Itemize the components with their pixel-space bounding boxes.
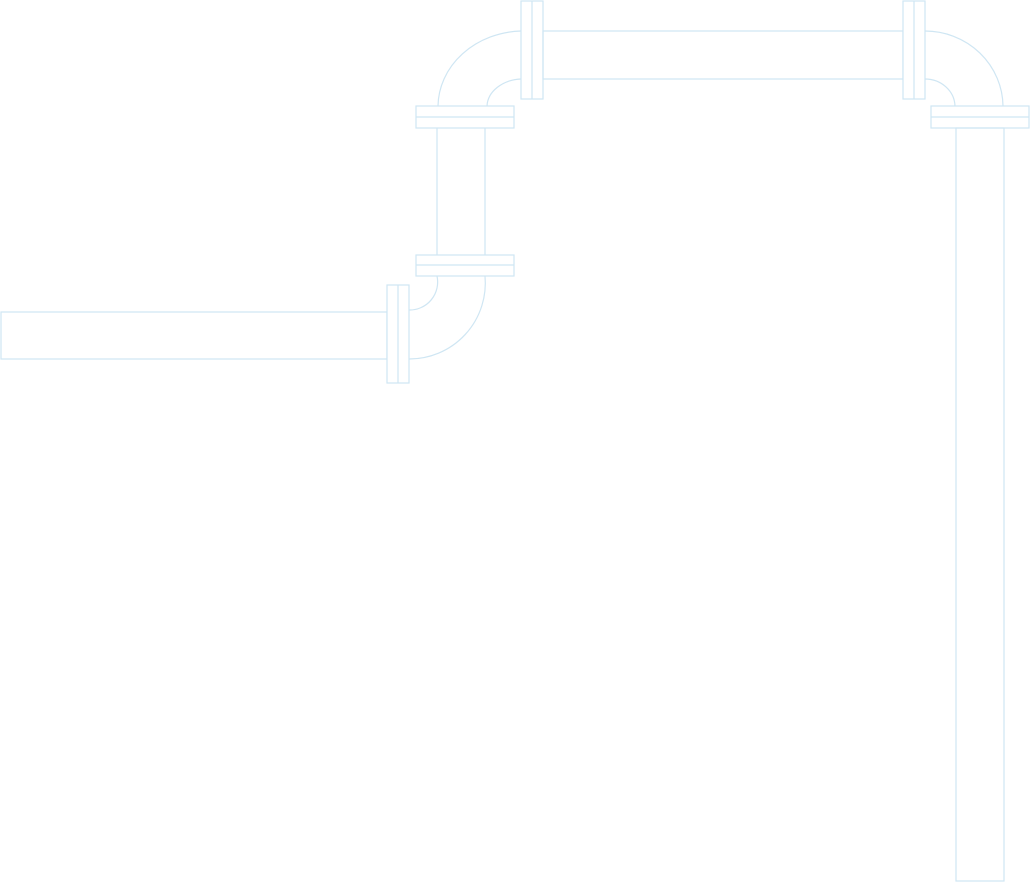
riser-pipe — [436, 128, 486, 255]
drop-pipe — [955, 127, 1005, 882]
riser-top-flange — [415, 105, 515, 129]
drop-top-flange — [930, 105, 1030, 129]
upper-left-elbow — [437, 30, 522, 107]
riser-bottom-flange — [415, 254, 515, 277]
top-run-left-flange — [520, 0, 544, 100]
lower-elbow — [408, 275, 486, 360]
inlet-pipe — [0, 311, 388, 360]
inlet-flange — [386, 284, 410, 384]
top-run-right-flange — [902, 0, 926, 100]
top-run-pipe — [542, 30, 904, 80]
upper-right-elbow — [924, 30, 1004, 107]
